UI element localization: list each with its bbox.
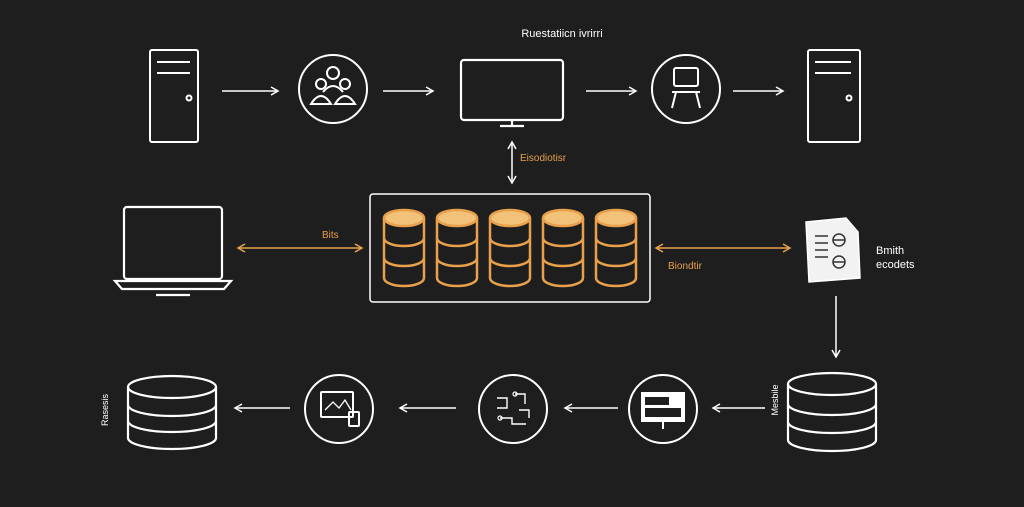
server-tower-icon [149,49,199,143]
right-database-side-label: Mesbile [770,384,780,415]
left-database-side-label: Rasesis [100,393,110,426]
document-label-line2: ecodets [876,259,915,271]
circuit-icon [478,374,548,444]
database-cluster-icon [369,193,651,303]
diagram-title: Ruestatiicn ivrirri [521,28,602,40]
document-label-line1: Bmith [876,245,904,257]
laptop-icon [112,205,234,297]
vertical-link-label: Eisodiotisr [520,153,567,164]
database-cylinder [382,208,426,288]
database-cylinder [435,208,479,288]
display-icon [628,374,698,444]
server-tower-icon [807,49,861,143]
database-cylinder [541,208,585,288]
left-link-label: Bits [322,230,339,241]
image-editor-icon [304,374,374,444]
database-icon [126,374,218,451]
document-icon [805,217,861,283]
database-icon [786,371,878,453]
database-cylinder [594,208,638,288]
database-cylinder [488,208,532,288]
user-group-icon [298,54,368,124]
monitor-icon [459,58,565,128]
right-link-label: Biondtir [668,261,703,272]
chair-icon [651,54,721,124]
